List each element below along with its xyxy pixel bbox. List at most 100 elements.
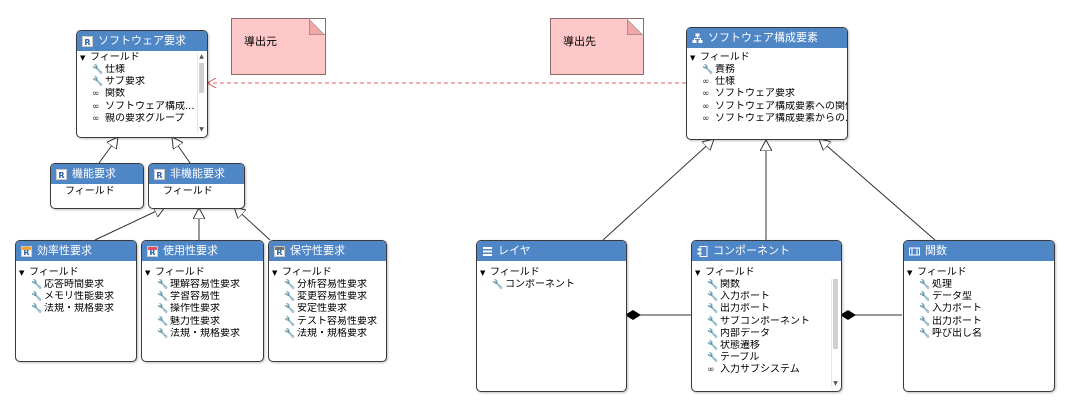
collapse-triangle-icon[interactable]: ▼ bbox=[272, 269, 278, 277]
field-row[interactable]: ∞入力サブシステム bbox=[692, 364, 841, 376]
field-row[interactable]: 🔧法規・規格要求 bbox=[16, 303, 136, 315]
field-row[interactable]: 🔧理解容易性要求 bbox=[142, 279, 263, 291]
note-target[interactable]: 導出先 bbox=[550, 18, 644, 75]
fields-section[interactable]: ▼フィールド bbox=[904, 267, 1054, 279]
scroll-down-icon[interactable]: ▼ bbox=[199, 126, 204, 133]
field-row[interactable]: ∞ソフトウェア要求 bbox=[687, 88, 847, 100]
field-row[interactable]: 🔧法規・規格要求 bbox=[269, 328, 386, 340]
class-component[interactable]: コンポーネント ▼フィールド 🔧関数 🔧入力ポート 🔧出力ポート 🔧サブコンポー… bbox=[691, 240, 842, 392]
field-row[interactable]: 🔧操作性要求 bbox=[142, 303, 263, 315]
field-row[interactable]: 🔧テーブル bbox=[692, 352, 841, 364]
scroll-up-icon[interactable]: ▲ bbox=[199, 53, 204, 60]
wrench-icon: 🔧 bbox=[92, 77, 104, 88]
class-title: ソフトウェア構成要素 bbox=[708, 31, 818, 44]
field-label: サブコンポーネント bbox=[720, 315, 810, 327]
field-row[interactable]: ∞親の要求グループ bbox=[77, 113, 207, 125]
class-title: コンポーネント bbox=[713, 244, 790, 257]
scroll-thumb[interactable] bbox=[833, 279, 838, 349]
collapse-triangle-icon[interactable]: ▼ bbox=[19, 269, 25, 277]
field-row[interactable]: 🔧サブ要求 bbox=[77, 76, 207, 88]
collapse-triangle-icon[interactable]: ▼ bbox=[907, 269, 913, 277]
class-nonfunctional-requirement[interactable]: R 非機能要求 フィールド bbox=[148, 163, 245, 209]
scrollbar[interactable]: ▼ bbox=[831, 279, 839, 387]
field-row[interactable]: 🔧法規・規格要求 bbox=[142, 328, 263, 340]
class-sw-requirement[interactable]: R ソフトウェア要求 ▼フィールド 🔧仕様 🔧サブ要求 ∞関数 ∞ソフトウェア構… bbox=[76, 30, 208, 138]
field-label: 学習容易性 bbox=[170, 291, 220, 303]
note-source-text: 導出元 bbox=[244, 35, 277, 48]
field-label: ソフトウェア構成... bbox=[105, 100, 195, 112]
field-row[interactable]: ∞ソフトウェア構成要素からの... bbox=[687, 113, 847, 125]
collapse-triangle-icon[interactable]: ▼ bbox=[145, 269, 151, 277]
wrench-icon: 🔧 bbox=[919, 280, 931, 290]
collapse-triangle-icon[interactable]: ▼ bbox=[690, 54, 696, 62]
class-layer[interactable]: レイヤ ▼フィールド 🔧コンポーネント bbox=[476, 240, 627, 392]
wrench-icon: 🔧 bbox=[919, 304, 931, 315]
class-maintainability-requirement[interactable]: R 保守性要求 ▼フィールド 🔧分析容易性要求 🔧変更容易性要求 🔧安定性要求 … bbox=[268, 240, 387, 362]
field-row[interactable]: 🔧呼び出し名 bbox=[904, 328, 1054, 340]
gen-maintainability bbox=[234, 207, 271, 241]
field-row[interactable]: 🔧出力ポート bbox=[904, 316, 1054, 328]
class-title: 関数 bbox=[925, 244, 947, 257]
fields-section[interactable]: ▼フィールド bbox=[687, 52, 847, 64]
fields-section[interactable]: ▼フィールド bbox=[142, 267, 263, 279]
fields-section[interactable]: ▼ フィールド bbox=[269, 267, 386, 279]
scroll-down-icon[interactable]: ▼ bbox=[833, 380, 838, 387]
field-row[interactable]: 🔧データ型 bbox=[904, 291, 1054, 303]
class-functional-requirement[interactable]: R 機能要求 フィールド bbox=[50, 163, 144, 209]
class-header: R ソフトウェア要求 bbox=[77, 31, 207, 51]
wrench-icon: 🔧 bbox=[919, 292, 931, 303]
field-label: 仕様 bbox=[105, 64, 125, 75]
link-icon: ∞ bbox=[702, 113, 710, 124]
field-row[interactable]: 🔧仕様 bbox=[77, 64, 207, 76]
field-row[interactable]: 🔧テスト容易性要求 bbox=[269, 316, 386, 328]
section-label: フィールド bbox=[490, 267, 540, 278]
collapse-triangle-icon[interactable]: ▼ bbox=[695, 269, 701, 277]
field-row[interactable]: 🔧関数 bbox=[692, 279, 841, 291]
wrench-icon: 🔧 bbox=[31, 280, 43, 290]
scroll-thumb[interactable] bbox=[199, 63, 204, 93]
note-source[interactable]: 導出元 bbox=[231, 18, 326, 75]
field-row[interactable]: 🔧入力ポート bbox=[904, 303, 1054, 315]
field-row[interactable]: 🔧状態遷移 bbox=[692, 340, 841, 352]
field-row[interactable]: 🔧応答時間要求 bbox=[16, 279, 136, 291]
class-efficiency-requirement[interactable]: R 効率性要求 ▼フィールド 🔧応答時間要求 🔧メモリ性能要求 🔧法規・規格要求 bbox=[15, 240, 137, 362]
field-label: テスト容易性要求 bbox=[297, 315, 377, 327]
field-row[interactable]: ∞ソフトウェア構成... bbox=[77, 101, 207, 113]
fields-section[interactable]: ▼フィールド bbox=[692, 267, 841, 279]
field-row[interactable]: ∞ソフトウェア構成要素への関係 bbox=[687, 101, 847, 113]
field-row[interactable]: ∞仕様 bbox=[687, 76, 847, 88]
field-row[interactable]: 🔧コンポーネント bbox=[477, 279, 626, 291]
collapse-triangle-icon[interactable]: ▼ bbox=[480, 269, 486, 277]
class-title: 使用性要求 bbox=[163, 244, 218, 257]
section-label[interactable]: フィールド bbox=[65, 186, 115, 197]
fields-section[interactable]: ▼フィールド bbox=[77, 52, 207, 64]
collapse-triangle-icon[interactable]: ▼ bbox=[80, 54, 86, 62]
field-row[interactable]: 🔧内部データ bbox=[692, 328, 841, 340]
field-row[interactable]: 🔧入力ポート bbox=[692, 291, 841, 303]
field-row[interactable]: 🔧安定性要求 bbox=[269, 303, 386, 315]
section-label[interactable]: フィールド bbox=[163, 186, 213, 197]
field-row[interactable]: 🔧メモリ性能要求 bbox=[16, 291, 136, 303]
field-row[interactable]: 🔧責務 bbox=[687, 64, 847, 76]
field-row[interactable]: ∞関数 bbox=[77, 88, 207, 100]
field-row[interactable]: 🔧分析容易性要求 bbox=[269, 279, 386, 291]
class-sw-element[interactable]: ソフトウェア構成要素 ▼フィールド 🔧責務 ∞仕様 ∞ソフトウェア要求 ∞ソフト… bbox=[686, 27, 848, 140]
section-label: フィールド bbox=[282, 267, 332, 278]
scrollbar[interactable]: ▲ ▼ bbox=[197, 53, 205, 133]
field-label: 応答時間要求 bbox=[44, 279, 104, 290]
field-row[interactable]: 🔧変更容易性要求 bbox=[269, 291, 386, 303]
fields-section[interactable]: ▼フィールド bbox=[16, 267, 136, 279]
field-row[interactable]: 🔧学習容易性 bbox=[142, 291, 263, 303]
field-row[interactable]: 🔧処理 bbox=[904, 279, 1054, 291]
field-label: 状態遷移 bbox=[720, 340, 760, 352]
field-row[interactable]: 🔧サブコンポーネント bbox=[692, 316, 841, 328]
class-usability-requirement[interactable]: R 使用性要求 ▼フィールド 🔧理解容易性要求 🔧学習容易性 🔧操作性要求 🔧魅… bbox=[141, 240, 264, 362]
requirement-icon: R bbox=[82, 35, 93, 47]
fields-section[interactable]: ▼ フィールド bbox=[477, 267, 626, 279]
field-row[interactable]: 🔧出力ポート bbox=[692, 303, 841, 315]
wrench-icon: 🔧 bbox=[284, 292, 296, 303]
class-function[interactable]: 関数 ▼フィールド 🔧処理 🔧データ型 🔧入力ポート 🔧出力ポート 🔧呼び出し名 bbox=[903, 240, 1055, 392]
field-row[interactable]: 🔧魅力性要求 bbox=[142, 316, 263, 328]
field-label: データ型 bbox=[932, 291, 972, 303]
